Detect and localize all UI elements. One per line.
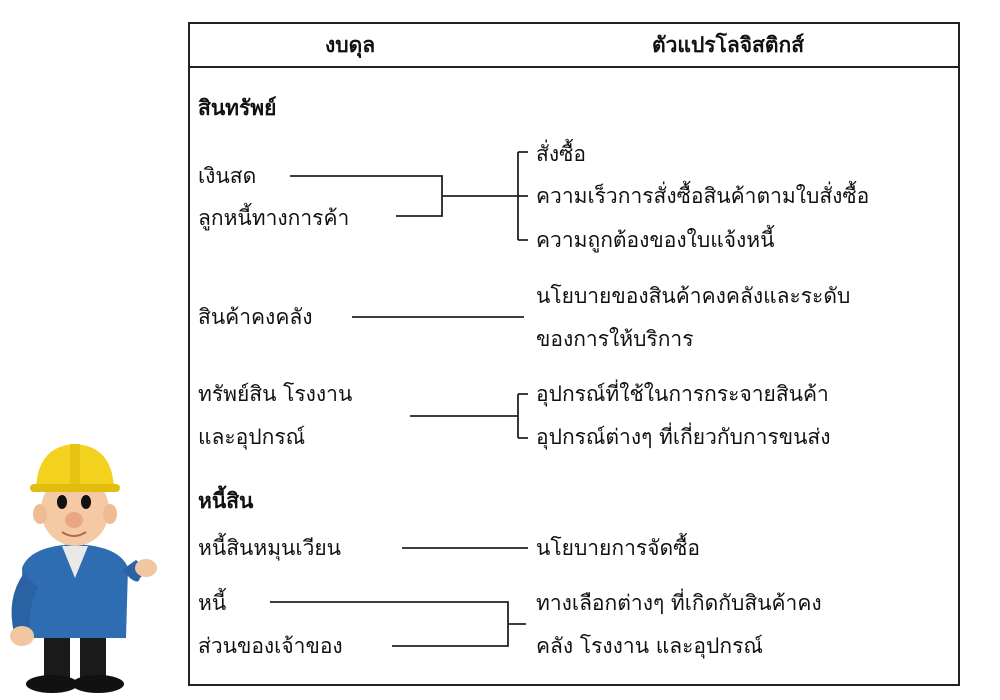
header-logistics-variables: ตัวแปรโลจิสติกส์ [652, 33, 805, 57]
current-liabilities-variable: นโยบายการจัดซื้อ [536, 536, 700, 560]
inventory-label: สินค้าคงคลัง [198, 305, 313, 329]
worker-illustration [10, 444, 157, 693]
equity-label: ส่วนของเจ้าของ [198, 634, 343, 658]
plant-variable-2: อุปกรณ์ต่างๆ ที่เกี่ยวกับการขนส่ง [536, 425, 831, 449]
assets-title: สินทรัพย์ [198, 96, 277, 120]
current-liabilities-label: หนี้สินหมุนเวียน [198, 536, 342, 560]
inventory-variable-line2: ของการให้บริการ [536, 327, 694, 351]
connector-plant [410, 393, 528, 439]
plant-label-line1: ทรัพย์สิน โรงงาน [198, 382, 353, 406]
plant-variable-1: อุปกรณ์ที่ใช้ในการกระจายสินค้า [536, 382, 829, 406]
header-balance-sheet: งบดุล [325, 33, 376, 57]
debt-variable-line2: คลัง โรงงาน และอุปกรณ์ [536, 634, 763, 658]
connector-debt [270, 601, 526, 647]
debt-label: หนี้ [198, 591, 227, 615]
cash-variable-1: สั่งซื้อ [536, 142, 586, 166]
header-divider [188, 66, 960, 68]
receivables-label: ลูกหนี้ทางการค้า [198, 206, 350, 230]
plant-label-line2: และอุปกรณ์ [198, 425, 306, 449]
liabilities-title: หนี้สิน [198, 489, 254, 513]
cash-variable-3: ความถูกต้องของใบแจ้งหนี้ [536, 228, 775, 252]
balance-sheet-table [188, 22, 960, 686]
cash-label: เงินสด [198, 164, 257, 188]
inventory-variable-line1: นโยบายของสินค้าคงคลังและระดับ [536, 284, 851, 308]
debt-variable-line1: ทางเลือกต่างๆ ที่เกิดกับสินค้าคง [536, 591, 822, 615]
connector-cash-bracket [442, 151, 528, 241]
cash-variable-2: ความเร็วการสั่งซื้อสินค้าตามใบสั่งซื้อ [536, 184, 870, 208]
